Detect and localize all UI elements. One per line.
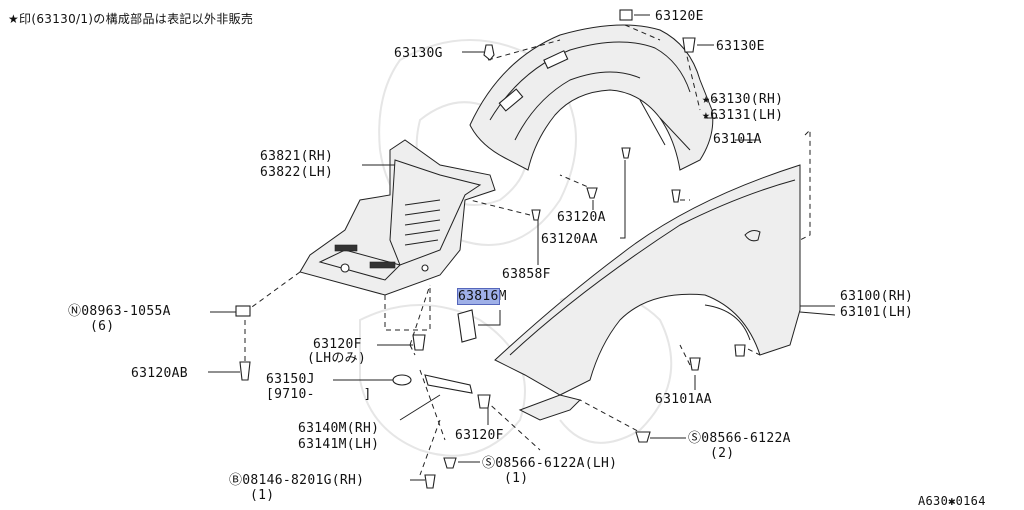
part-label-63821-rh[interactable]: 63821(RH) <box>260 149 334 164</box>
part-label-suffix: M <box>498 289 507 304</box>
leader-lines <box>208 14 836 481</box>
part-qty-08566-b: (1) <box>504 471 529 486</box>
part-label-63858F[interactable]: 63858F <box>502 267 551 282</box>
part-qty-08566-a: (2) <box>710 446 735 461</box>
fasteners <box>235 9 746 489</box>
part-label-63101A[interactable]: 63101A <box>713 132 762 147</box>
part-label-63120AA[interactable]: 63120AA <box>541 232 598 247</box>
guide-lines <box>244 24 811 476</box>
part-label-63101AA[interactable]: 63101AA <box>655 392 712 407</box>
part-label-63140M-rh[interactable]: 63140M(RH) <box>298 421 380 436</box>
part-label-08566-a[interactable]: Ⓢ08566-6122A <box>688 431 791 446</box>
splash-guard-drawing <box>244 139 496 331</box>
part-label-63120F-top[interactable]: 63120F <box>313 337 362 352</box>
fender-liner-drawing <box>469 24 714 171</box>
part-label-63130-rh[interactable]: ★63130(RH) <box>702 92 784 107</box>
front-fender-drawing <box>494 164 801 421</box>
part-label-63816M[interactable]: 63816M <box>457 288 507 305</box>
part-qty-08963: (6) <box>90 319 115 334</box>
part-label-63120F-bottom[interactable]: 63120F <box>455 428 504 443</box>
diagram-code: A630✱0164 <box>918 494 986 508</box>
part-label-63130G[interactable]: 63130G <box>394 46 443 61</box>
part-label-63120E[interactable]: 63120E <box>655 9 704 24</box>
part-label-63100-rh[interactable]: 63100(RH) <box>840 289 914 304</box>
part-label-63822-lh[interactable]: 63822(LH) <box>260 165 334 180</box>
part-label-08963[interactable]: Ⓝ08963-1055A <box>68 304 171 319</box>
part-label-63141M-lh[interactable]: 63141M(LH) <box>298 437 380 452</box>
part-qty-08146: (1) <box>250 488 275 503</box>
part-label-highlight: 63816 <box>457 288 500 305</box>
part-label-63120A[interactable]: 63120A <box>557 210 606 225</box>
part-label-08566-b[interactable]: Ⓢ08566-6122A(LH) <box>482 456 618 471</box>
part-label-63130E[interactable]: 63130E <box>716 39 765 54</box>
part-date-63150J: [9710- ] <box>266 387 372 402</box>
note-text: ★印(63130/1)の構成部品は表記以外非販売 <box>8 12 254 26</box>
part-label-63120AB[interactable]: 63120AB <box>131 366 188 381</box>
part-label-08146[interactable]: Ⓑ08146-8201G(RH) <box>229 473 365 488</box>
part-label-63101-lh[interactable]: 63101(LH) <box>840 305 914 320</box>
part-label-63131-lh[interactable]: ★63131(LH) <box>702 108 784 123</box>
part-label-63150J[interactable]: 63150J <box>266 372 315 387</box>
part-note-lh-only: (LHのみ) <box>307 351 367 366</box>
